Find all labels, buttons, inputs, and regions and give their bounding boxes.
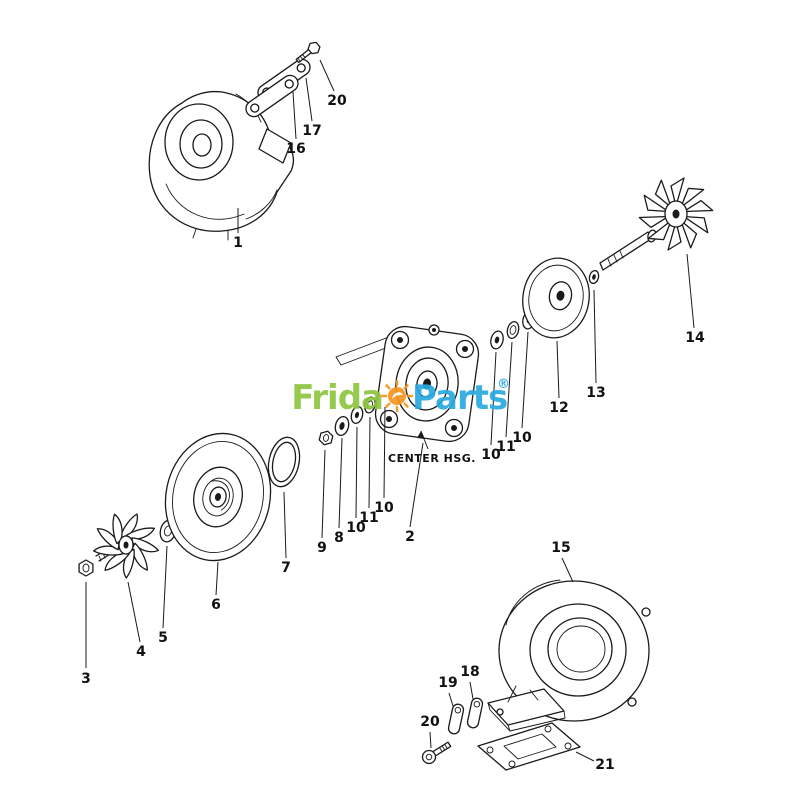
spacer-ring-10-left-a xyxy=(350,405,364,425)
top-bolt xyxy=(295,41,321,64)
callout-14: 14 xyxy=(685,330,705,346)
callout-20-bottom: 20 xyxy=(420,714,440,730)
turbine-shaft xyxy=(599,229,657,271)
callout-19: 19 xyxy=(438,675,457,691)
watermark-prefix: Frida xyxy=(291,378,383,418)
callout-2: 2 xyxy=(405,529,415,545)
callout-8: 8 xyxy=(334,530,344,546)
callout-11-left: 11 xyxy=(359,510,378,526)
turbine-housing xyxy=(487,579,651,732)
center-housing-label: CENTER HSG. xyxy=(388,452,476,465)
callout-9: 9 xyxy=(317,540,327,556)
callout-12: 12 xyxy=(549,400,568,416)
callout-3: 3 xyxy=(81,671,91,687)
spacer-ring-10-right-a xyxy=(490,330,504,350)
watermark-suffix: Parts xyxy=(412,378,507,418)
callout-4: 4 xyxy=(136,644,146,660)
callout-1: 1 xyxy=(233,235,243,251)
flange-gasket xyxy=(477,722,581,771)
seal-ring-11-left xyxy=(364,396,376,414)
turbine-backplate xyxy=(522,257,590,339)
callout-10-right-b: 10 xyxy=(512,430,532,446)
callout-5: 5 xyxy=(158,630,168,646)
snap-ring xyxy=(267,436,301,488)
seal-backplate xyxy=(164,432,272,562)
watermark-registered: ® xyxy=(497,377,510,392)
shaft-washer-13 xyxy=(588,269,600,285)
compressor-nut xyxy=(78,559,94,577)
callout-10-right-a: 10 xyxy=(481,447,501,463)
callout-10-left-a: 10 xyxy=(346,520,366,536)
washer-8 xyxy=(334,415,350,437)
callout-17: 17 xyxy=(302,123,321,139)
link-plate-16 xyxy=(245,74,299,118)
brand-watermark: Frida Parts ® xyxy=(291,377,510,418)
mounting-bracket-18 xyxy=(466,697,484,729)
callout-20-top: 20 xyxy=(327,93,347,109)
bottom-bolt xyxy=(421,741,452,765)
callout-10-left-b: 10 xyxy=(374,500,394,516)
callout-13: 13 xyxy=(586,385,605,401)
callout-16: 16 xyxy=(286,141,305,157)
compressor-housing xyxy=(148,90,295,241)
sun-icon xyxy=(380,379,414,413)
callout-6: 6 xyxy=(211,597,221,613)
seal-ring-11-right xyxy=(506,320,520,340)
callout-11-right: 11 xyxy=(496,439,515,455)
callouts: 1 2 3 4 5 6 7 8 9 10 11 10 10 11 10 12 1… xyxy=(81,93,705,773)
callout-7: 7 xyxy=(281,560,291,576)
mounting-bracket-19 xyxy=(447,703,465,735)
compressor-wheel xyxy=(92,513,160,579)
callout-18: 18 xyxy=(460,664,479,680)
callout-15: 15 xyxy=(551,540,570,556)
callout-21: 21 xyxy=(595,757,614,773)
turbine-wheel xyxy=(638,177,714,251)
leader-lines xyxy=(85,59,695,762)
locknut-9 xyxy=(318,430,334,446)
